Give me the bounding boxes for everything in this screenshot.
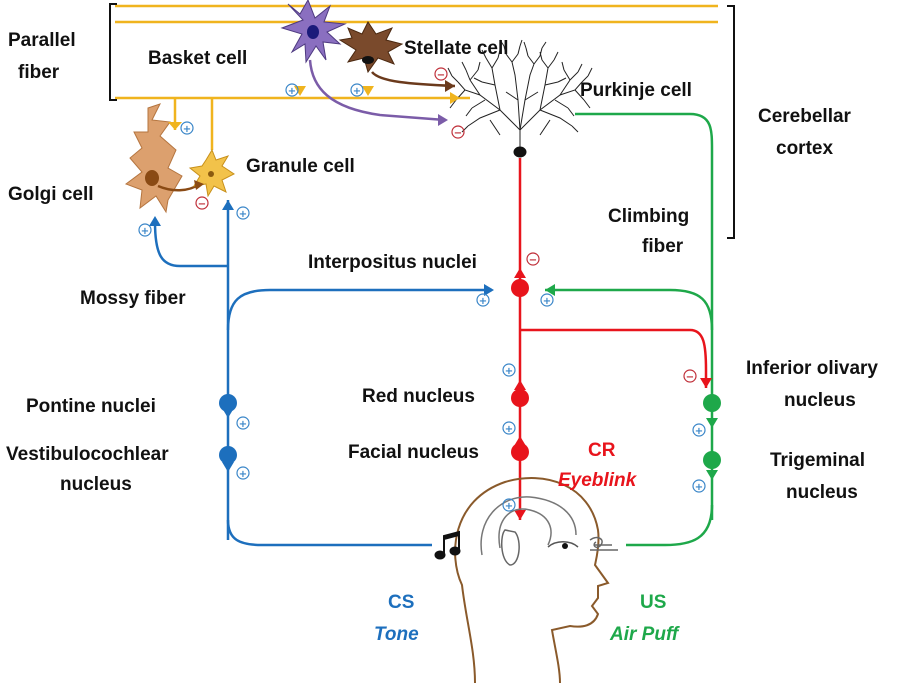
granule-cell-label: Granule cell (246, 156, 355, 177)
sign-text: + (141, 226, 149, 237)
plus-sign: + (285, 83, 299, 97)
music-note-icon (434, 530, 461, 560)
plus-sign: + (502, 421, 516, 435)
red-nucleus-label: Red nucleus (362, 386, 475, 407)
minus-sign: − (451, 125, 465, 139)
stellate-cell (338, 21, 456, 88)
minus-sign: − (195, 196, 209, 210)
parallel-fiber-label-line2: fiber (18, 62, 60, 83)
plus-sign: + (350, 83, 364, 97)
sign-text: + (543, 296, 551, 307)
sign-text: + (239, 209, 247, 220)
cerebellar-cortex-label-line2: cortex (776, 138, 833, 159)
sign-markers: + + + − − − + + − + + − + + + + + + + (138, 67, 706, 512)
vestibulocochlear-label: Vestibulocochlear (6, 444, 169, 465)
sign-text: + (479, 296, 487, 307)
sign-text: + (183, 124, 191, 135)
mossy-fiber-label: Mossy fiber (80, 288, 186, 309)
inferior-olive-node (703, 394, 721, 412)
sign-text: + (695, 482, 703, 493)
interpositus-nuclei-label: Interpositus nuclei (308, 252, 477, 273)
trigeminal-nucleus-node (703, 451, 721, 469)
pontine-nuclei-label: Pontine nuclei (26, 396, 156, 417)
cr-sub-label: Eyeblink (558, 470, 638, 491)
sign-text: + (239, 469, 247, 480)
cerebellar-cortex-label: Cerebellar (758, 106, 852, 127)
sign-text: + (505, 424, 513, 435)
facial-nucleus-label: Facial nucleus (348, 442, 479, 463)
sign-text: + (288, 86, 296, 97)
cr-label: CR (588, 440, 616, 461)
vestibulocochlear-nucleus-node (219, 446, 237, 464)
pontine-nucleus-node (219, 394, 237, 412)
inferior-olivary-label-line2: nucleus (784, 390, 856, 411)
minus-sign: − (434, 67, 448, 81)
mossy-to-interpositus (226, 288, 492, 331)
plus-sign: + (692, 479, 706, 493)
nuclei (219, 279, 721, 469)
cerebellar-cortex-bracket (727, 5, 735, 239)
plus-sign: + (540, 293, 554, 307)
red-nucleus-node (511, 389, 529, 407)
plus-sign: + (502, 363, 516, 377)
sign-text: + (239, 419, 247, 430)
golgi-cell-label: Golgi cell (8, 184, 94, 205)
cs-input-line (226, 519, 432, 547)
us-label: US (640, 592, 666, 613)
plus-sign: + (180, 121, 194, 135)
parallel-fiber-label: Parallel (8, 30, 76, 51)
trigeminal-nucleus-label: Trigeminal (770, 450, 865, 471)
us-sub-label: Air Puff (609, 624, 680, 645)
labels: Parallel fiber Basket cell Stellate cell… (6, 30, 878, 645)
purkinje-cell (447, 39, 593, 158)
interpositus-nucleus-node (511, 279, 529, 297)
us-input-line (626, 504, 714, 547)
sign-text: + (505, 366, 513, 377)
inferior-olivary-label: Inferior olivary (746, 358, 878, 379)
plus-sign: + (138, 223, 152, 237)
basket-cell (280, 0, 446, 122)
mossy-fiber-pathway (153, 200, 492, 547)
head-outline (454, 477, 610, 684)
sign-text: − (437, 70, 445, 81)
sign-text: − (454, 128, 462, 139)
golgi-cell (124, 103, 201, 214)
sign-text: − (686, 372, 694, 383)
plus-sign: + (502, 498, 516, 512)
climbing-fiber-main (575, 112, 714, 520)
plus-sign: + (692, 423, 706, 437)
climbing-fiber-label-line2: fiber (642, 236, 684, 257)
sign-text: − (529, 255, 537, 266)
basket-cell-label: Basket cell (148, 48, 247, 69)
climbing-fiber-pathway (545, 112, 714, 547)
plus-sign: + (476, 293, 490, 307)
plus-sign: + (236, 466, 250, 480)
air-puff-icon (589, 536, 618, 551)
sign-text: + (353, 86, 361, 97)
plus-sign: + (236, 206, 250, 220)
minus-sign: − (526, 252, 540, 266)
parallel-fibers (115, 4, 718, 150)
trigeminal-nucleus-label-line2: nucleus (786, 482, 858, 503)
facial-nucleus-node (511, 443, 529, 461)
synapse-terminals (149, 80, 718, 520)
interpositus-to-olive (520, 328, 708, 388)
vestibulocochlear-label-line2: nucleus (60, 474, 132, 495)
stellate-cell-label: Stellate cell (404, 38, 509, 59)
minus-sign: − (683, 369, 697, 383)
parallel-fiber-bracket (109, 3, 117, 101)
purkinje-cell-label: Purkinje cell (580, 80, 692, 101)
mossy-to-golgi (153, 221, 228, 268)
cs-label: CS (388, 592, 414, 613)
climbing-fiber-label: Climbing (608, 206, 689, 227)
sign-text: − (198, 199, 206, 210)
sign-text: + (505, 501, 513, 512)
plus-sign: + (236, 416, 250, 430)
sign-text: + (695, 426, 703, 437)
cs-sub-label: Tone (374, 624, 419, 645)
climbing-to-interpositus (545, 288, 714, 331)
